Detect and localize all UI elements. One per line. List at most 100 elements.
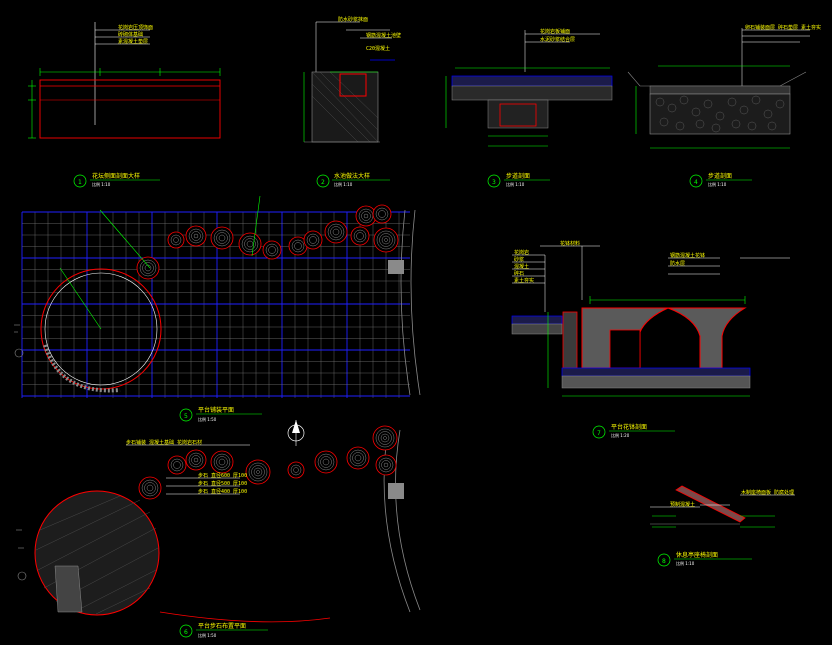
- detail7-note-4: 碎石: [514, 270, 524, 277]
- stone-ring: [144, 482, 156, 494]
- detail2-note-1: 防水砂浆抹面: [338, 16, 368, 23]
- stone-ring: [379, 233, 393, 247]
- detail2-title: 水池做法大样: [334, 172, 370, 180]
- stone-ring: [268, 246, 276, 254]
- detail-1-drawing: 花岗岩压顶饰面 砖砌体基础 素混凝土垫层 1 花坛侧面剖面大样 比例 1:10: [28, 22, 221, 188]
- stone-ring: [146, 484, 154, 492]
- plan-6-drawing: 步石铺装 混凝土基础 花岗岩石材 步石 直径600 厚100 步石 直径500 …: [34, 420, 421, 638]
- stone-ring: [349, 449, 367, 467]
- plan5-scale: 比例 1:50: [198, 416, 217, 422]
- detail3-note-2: 水泥砂浆结合层: [540, 36, 575, 43]
- detail8-note-1: 预制混凝土: [670, 501, 695, 508]
- stone-ring: [193, 457, 199, 463]
- detail7-scale: 比例 1:20: [611, 432, 630, 438]
- stone-ring: [144, 264, 152, 272]
- stone-ring: [361, 211, 371, 221]
- detail7-note-1: 花岗岩: [514, 249, 529, 256]
- stone-ring: [309, 236, 317, 244]
- plan6-note-1: 步石 直径600 厚100: [198, 472, 247, 479]
- detail4-title: 步道剖面: [708, 172, 732, 180]
- stone-ring: [188, 452, 204, 468]
- stone-ring: [356, 232, 364, 240]
- stone-ring: [291, 239, 305, 253]
- stone-ring: [381, 460, 391, 470]
- detail7-note-7: 防水层: [670, 260, 685, 267]
- plan6-note-2: 步石 直径500 厚100: [198, 480, 247, 487]
- detail7-note-top: 花钵材料: [560, 240, 580, 247]
- detail-8-drawing: 预制混凝土 木制座椅面板 防腐处理 8 休息亭座椅剖面 比例 1:10: [650, 485, 795, 567]
- stepping-stone: [303, 230, 323, 250]
- stone-ring: [191, 231, 201, 241]
- stone-ring: [191, 455, 201, 465]
- stone-ring: [253, 467, 263, 477]
- stone-ring: [213, 453, 231, 471]
- detail2-scale: 比例 1:10: [334, 181, 353, 187]
- detail7-note-2: 砂浆: [514, 256, 524, 263]
- detail8-scale: 比例 1:10: [676, 560, 695, 566]
- stone-ring: [193, 233, 199, 239]
- stepping-stone: [136, 256, 160, 280]
- detail1-note-2: 砖砌体基础: [118, 31, 143, 38]
- stepping-stone: [138, 476, 162, 500]
- detail4-scale: 比例 1:10: [708, 181, 727, 187]
- detail7-note-6: 钢筋混凝土花钵: [670, 252, 705, 259]
- stone-ring: [322, 458, 330, 466]
- stone-ring: [244, 238, 256, 250]
- stone-ring: [173, 237, 179, 243]
- stone-ring: [290, 464, 302, 476]
- stone-ring: [317, 453, 335, 471]
- detail1-note-1: 花岗岩压顶饰面: [118, 24, 153, 31]
- stone-ring: [141, 479, 159, 497]
- detail7-title: 平台花钵剖面: [611, 423, 647, 431]
- edge-marks: [14, 324, 27, 581]
- stone-ring: [376, 230, 396, 250]
- plan6-number: 6: [184, 629, 188, 636]
- stepping-stone: [210, 226, 234, 250]
- stone-ring: [265, 243, 279, 257]
- detail1-note-3: 素混凝土垫层: [118, 38, 148, 45]
- stone-ring: [142, 262, 154, 274]
- plan5-number: 5: [184, 413, 188, 420]
- stone-ring: [256, 470, 260, 474]
- detail-3-drawing: 花岗岩板铺面 水泥砂浆结合层 3 步道剖面 比例 1:10: [445, 28, 613, 188]
- stone-ring: [375, 428, 395, 448]
- stepping-stone: [372, 425, 398, 451]
- stepping-stone: [167, 455, 187, 475]
- stone-ring: [378, 457, 394, 473]
- plan6-stepping-stones: [138, 425, 398, 500]
- stone-ring: [170, 458, 184, 472]
- stone-ring: [246, 240, 254, 248]
- plan6-scale: 比例 1:50: [198, 632, 217, 638]
- stepping-stone: [314, 450, 338, 474]
- plan6-top-note: 步石铺装 混凝土基础 花岗岩石材: [126, 439, 202, 446]
- detail3-scale: 比例 1:10: [506, 181, 525, 187]
- stone-ring: [218, 458, 226, 466]
- stone-ring: [352, 452, 364, 464]
- stone-ring: [375, 207, 389, 221]
- stone-ring: [381, 235, 391, 245]
- stone-ring: [354, 454, 362, 462]
- stone-ring: [251, 465, 265, 479]
- detail2-number: 2: [321, 179, 325, 186]
- stepping-stone: [245, 459, 271, 485]
- stone-ring: [383, 436, 387, 440]
- detail7-note-5: 素土夯实: [514, 277, 534, 284]
- stone-ring: [293, 467, 299, 473]
- detail-7-drawing: 花岗岩 砂浆 混凝土 碎石 素土夯实 花钵材料 钢筋混凝土花钵 防水层 7 平台…: [511, 240, 790, 439]
- stone-ring: [384, 238, 388, 242]
- detail8-number: 8: [662, 558, 666, 565]
- plan6-note-3: 步石 直径400 厚100: [198, 488, 247, 495]
- detail3-number: 3: [492, 179, 496, 186]
- stone-ring: [294, 242, 302, 250]
- stepping-stone: [167, 231, 185, 249]
- detail-2-drawing: 防水砂浆抹面 钢筋混凝土池壁 C20混凝土 2 水池做法大样 比例 1:10: [303, 16, 401, 188]
- detail8-note-2: 木制座椅面板 防腐处理: [741, 489, 794, 496]
- stepping-stone: [372, 204, 392, 224]
- stone-ring: [378, 431, 392, 445]
- stepping-stone: [210, 450, 234, 474]
- stone-ring: [378, 210, 386, 218]
- plan5-title: 平台铺装平面: [198, 406, 234, 414]
- plan6-title: 平台步石布置平面: [198, 622, 246, 630]
- detail8-title: 休息亭座椅剖面: [676, 551, 718, 559]
- stone-ring: [380, 433, 390, 443]
